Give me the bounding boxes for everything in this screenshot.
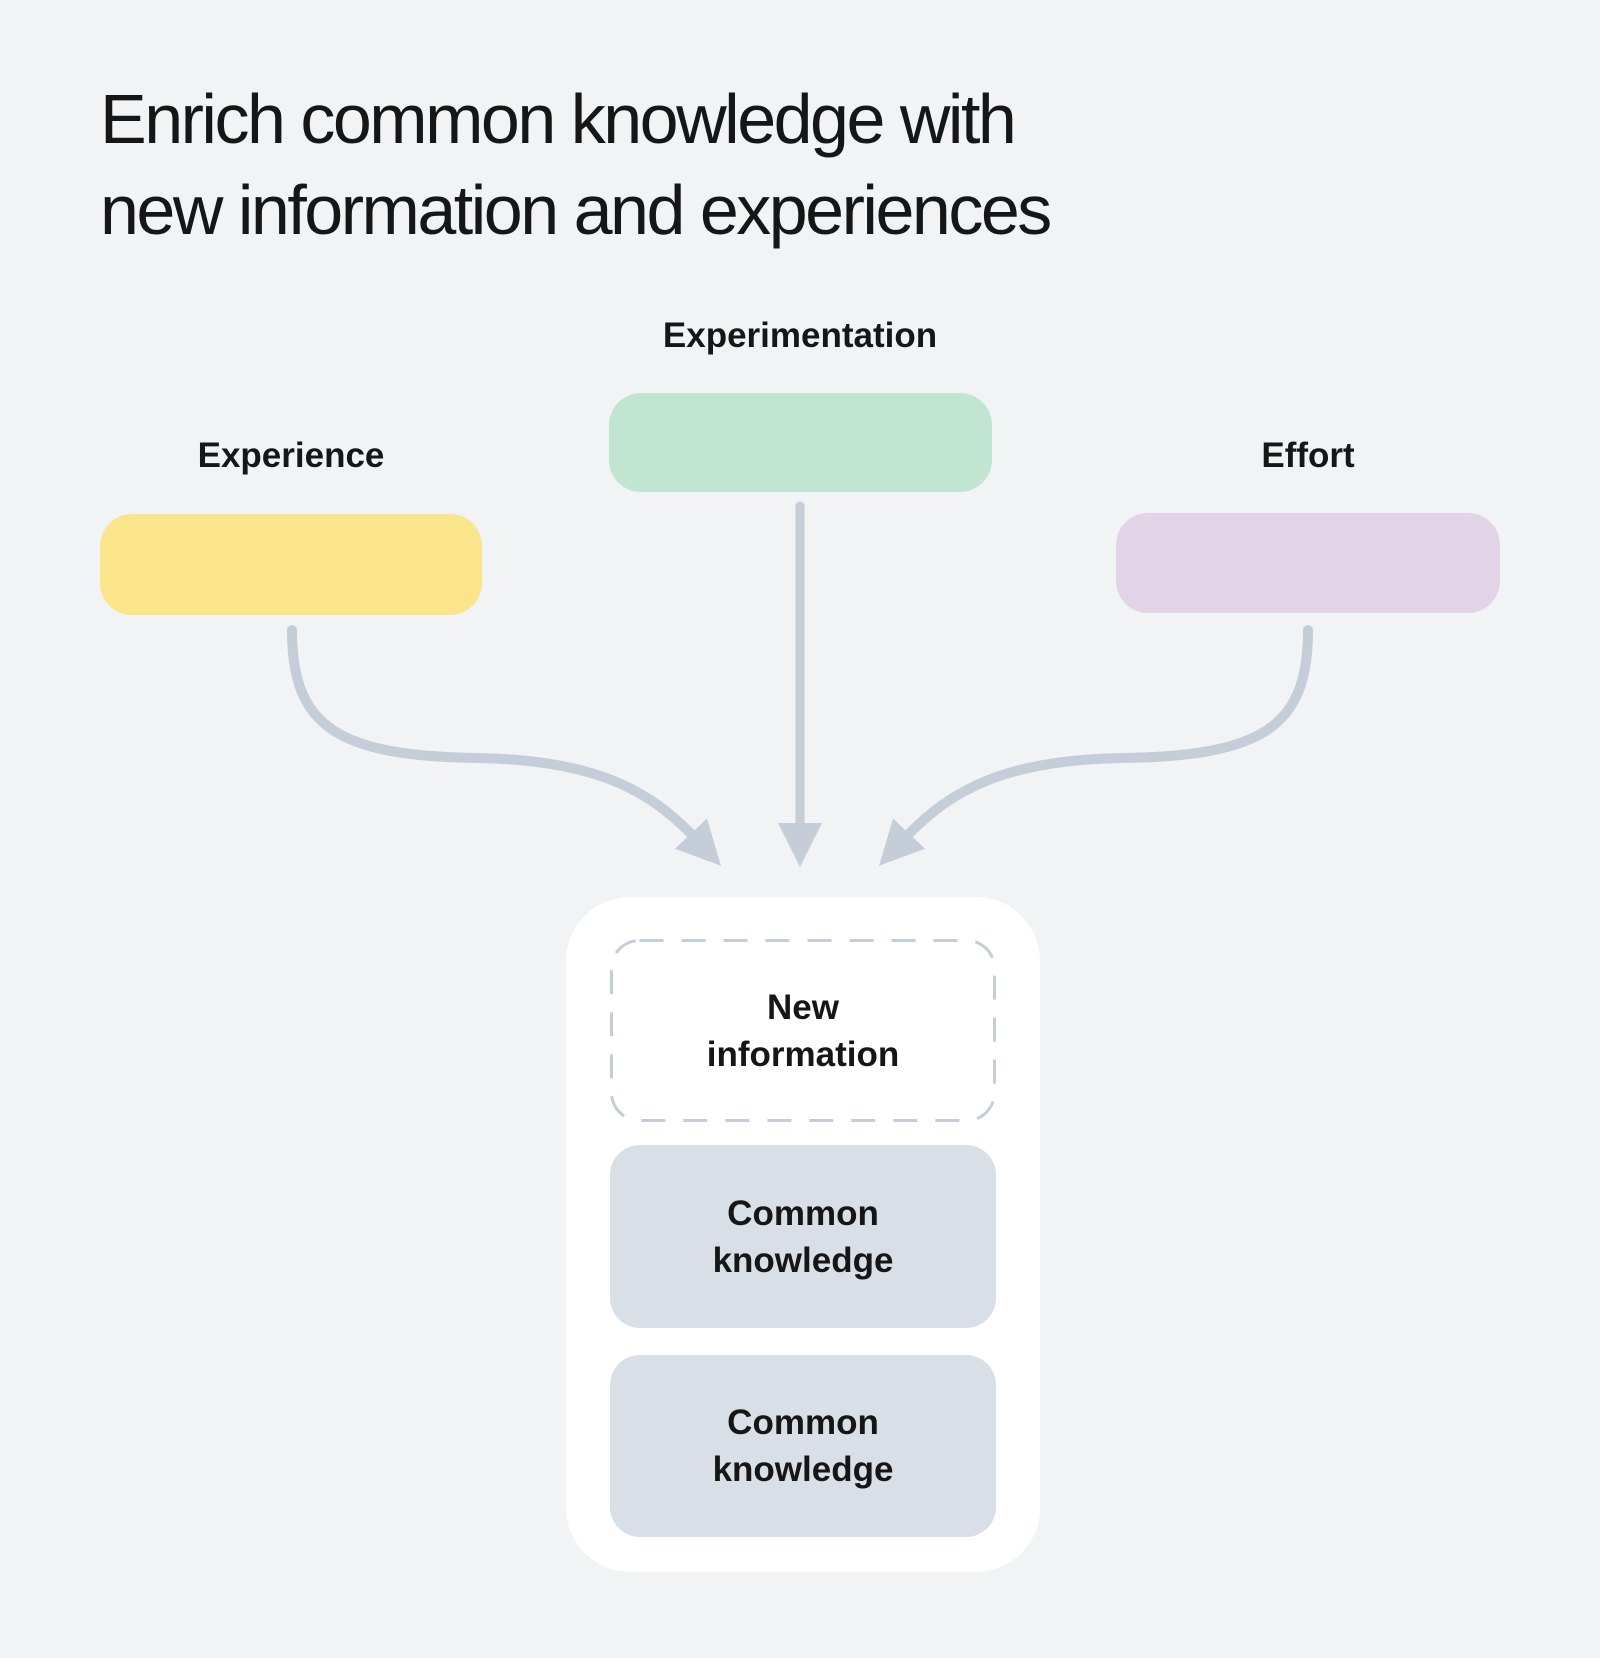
effort-arrow-icon <box>878 625 1313 866</box>
experience-label: Experience <box>197 436 385 475</box>
experience-arrow-icon <box>287 625 722 866</box>
experimentation-label: Experimentation <box>662 316 938 355</box>
dashed-border <box>610 939 996 1122</box>
experimentation-pill <box>609 393 992 492</box>
page-title: Enrich common knowledge with new informa… <box>100 74 1052 256</box>
effort-pill <box>1116 513 1500 613</box>
common-knowledge-box-1: Common knowledge <box>610 1145 996 1328</box>
page-title-line-2: new information and experiences <box>100 171 1052 249</box>
common-knowledge-label-1: Common knowledge <box>712 1193 894 1280</box>
new-information-label: New information <box>706 987 900 1074</box>
common-knowledge-label-2: Common knowledge <box>712 1403 894 1489</box>
experience-pill <box>100 514 482 615</box>
effort-label: Effort <box>1261 436 1355 475</box>
common-knowledge-box-2: Common knowledge <box>610 1355 996 1537</box>
knowledge-card: New information Common knowledge Common … <box>566 897 1040 1572</box>
new-information-box: New information <box>610 939 996 1122</box>
page-title-line-1: Enrich common knowledge with <box>100 80 1017 158</box>
